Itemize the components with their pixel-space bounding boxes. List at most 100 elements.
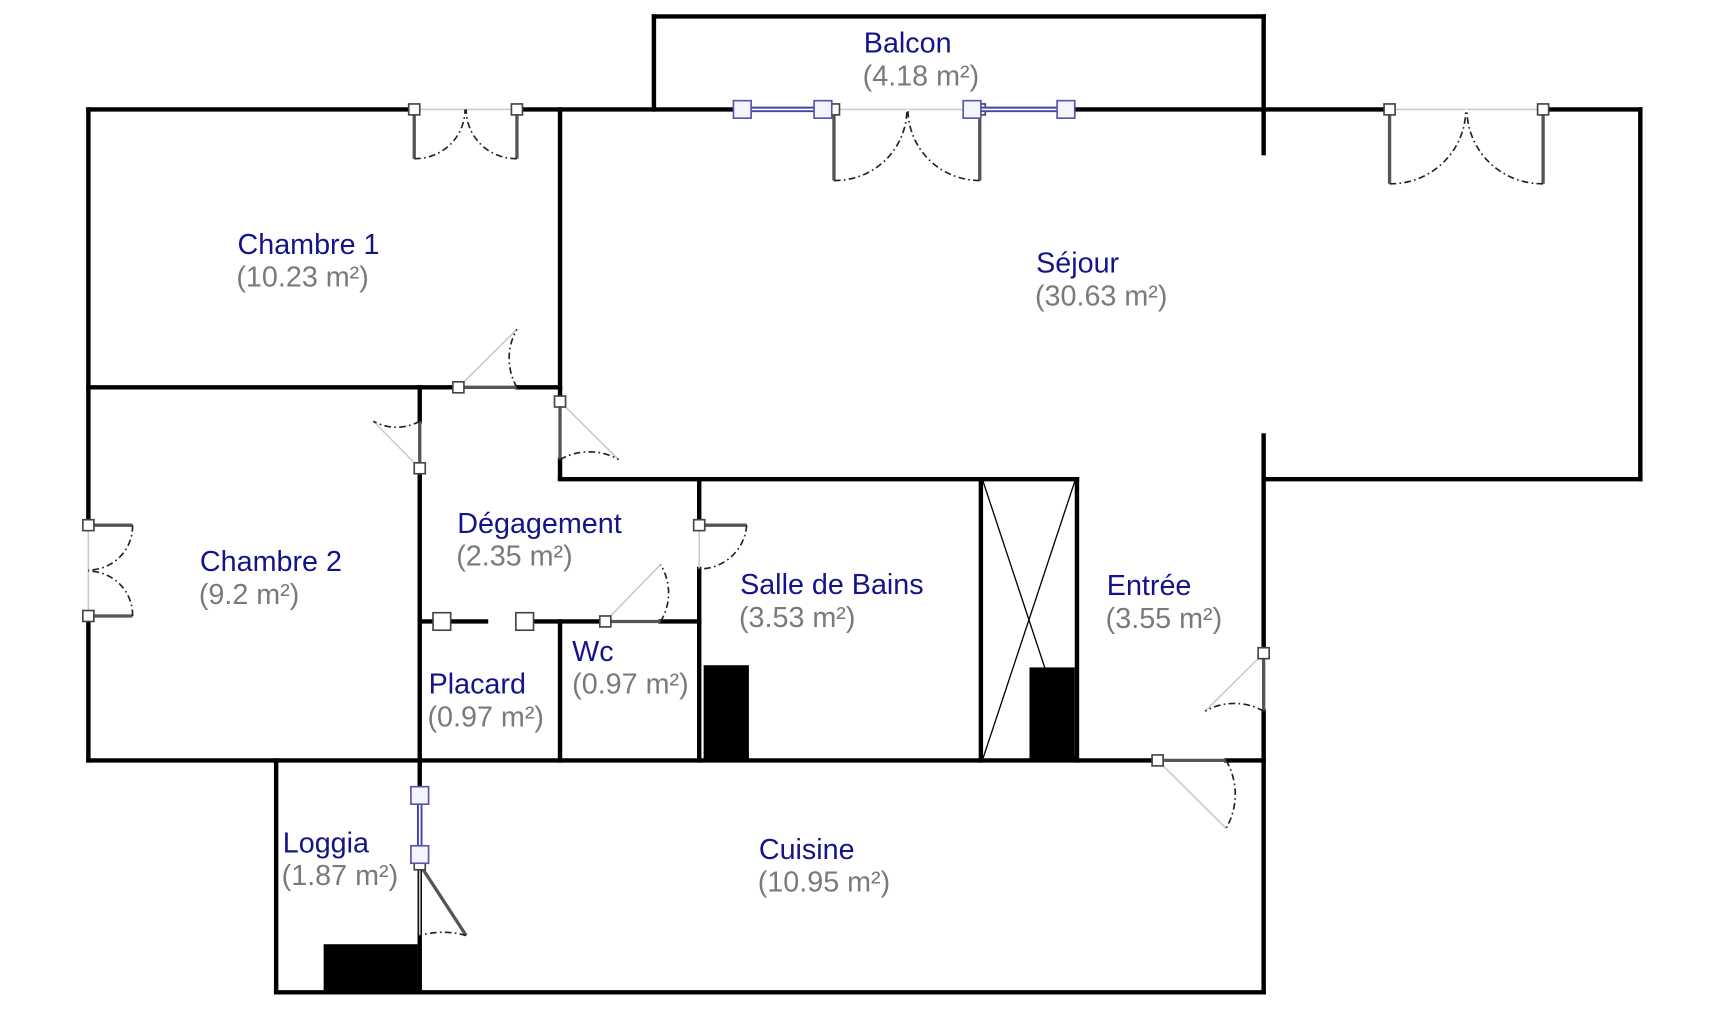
room-area: (30.63 m²) — [1035, 280, 1167, 312]
room-area: (4.18 m²) — [863, 60, 979, 92]
room-name: Balcon — [864, 28, 952, 60]
door-swing-arc — [508, 328, 518, 388]
door-symbol — [598, 563, 670, 628]
room-chambre-2: Chambre 2 (9.2 m²) — [199, 546, 342, 611]
door-opening — [559, 400, 620, 461]
door-opening — [1157, 759, 1227, 829]
door-symbol — [692, 518, 748, 570]
door-swing-arc — [88, 525, 134, 571]
room-area: (0.97 m²) — [427, 702, 543, 734]
room-name: Placard — [429, 669, 526, 701]
room-area: (9.2 m²) — [199, 579, 300, 611]
door-swing-arc — [1225, 760, 1237, 829]
door-opening — [457, 328, 518, 388]
door-swing-arc — [907, 109, 980, 182]
door-symbol — [1383, 103, 1467, 185]
window-symbol — [410, 785, 430, 865]
door-hinge — [413, 461, 427, 475]
room-area: (10.95 m²) — [758, 867, 890, 899]
room-balcon: Balcon (4.18 m²) — [863, 28, 979, 93]
door-swing-arc — [1389, 109, 1467, 185]
door-swing-arc — [833, 109, 908, 182]
room-name: Chambre 2 — [200, 546, 342, 578]
door-symbol — [372, 420, 427, 475]
door-swing-arc — [659, 564, 670, 622]
door-symbol — [827, 103, 908, 182]
room-name: Entrée — [1107, 570, 1192, 602]
door-symbol — [1204, 646, 1271, 712]
door-hinge — [510, 103, 524, 116]
room-salle-de-bains: Salle de Bains (3.53 m²) — [739, 569, 924, 634]
door-symbol — [452, 328, 518, 394]
door-symbol — [465, 103, 524, 160]
door-swing-arc — [1204, 702, 1265, 712]
door-swing-arc — [1466, 109, 1544, 185]
door-swing-arc — [414, 109, 466, 160]
door-swing-arc — [465, 109, 517, 160]
door-symbol — [553, 395, 620, 461]
door-hinge — [1257, 646, 1271, 660]
sliding-post — [432, 611, 452, 632]
door-hinge — [82, 518, 95, 532]
door-leaf — [418, 863, 468, 937]
room-entree: Entrée (3.55 m²) — [1106, 570, 1222, 635]
door-hinge — [1151, 754, 1164, 767]
window-post — [1056, 99, 1076, 119]
room-name: Wc — [572, 636, 613, 668]
placard-sliding-door — [432, 611, 535, 632]
door-hinge — [598, 615, 612, 628]
room-wc: Wc (0.97 m²) — [572, 636, 688, 701]
radiator-block — [323, 944, 418, 993]
window-symbol — [962, 99, 1076, 119]
radiator-block — [703, 665, 749, 761]
fixtures — [82, 99, 1550, 993]
room-placard: Placard (0.97 m²) — [427, 669, 543, 734]
window-post — [732, 99, 752, 119]
door-swing-arc — [372, 420, 421, 428]
room-degagement: Dégagement (2.35 m²) — [456, 508, 622, 573]
room-cuisine: Cuisine (10.95 m²) — [758, 834, 890, 899]
door-hinge — [692, 518, 706, 532]
room-area: (2.35 m²) — [456, 541, 572, 573]
door-opening — [604, 563, 662, 623]
room-area: (1.87 m²) — [282, 860, 398, 892]
window-post — [410, 785, 430, 805]
sliding-post — [515, 611, 535, 632]
door-swing-arc — [88, 570, 134, 617]
door-swing-arc — [559, 450, 619, 461]
room-name: Salle de Bains — [740, 569, 924, 601]
door-hinge — [553, 395, 567, 408]
door-swing-arc — [699, 525, 748, 570]
radiator-block — [1029, 667, 1075, 761]
window-post — [813, 99, 833, 119]
shaft-cross-line — [982, 481, 1076, 759]
room-name: Loggia — [283, 827, 369, 859]
room-name: Dégagement — [457, 508, 621, 540]
room-loggia: Loggia (1.87 m²) — [282, 827, 398, 892]
door-symbol — [82, 518, 134, 571]
room-area: (10.23 m²) — [236, 262, 368, 294]
door-symbol — [407, 103, 466, 160]
window-symbol — [732, 99, 833, 119]
room-name: Séjour — [1036, 248, 1119, 280]
door-hinge — [407, 103, 421, 116]
window-post — [962, 99, 982, 119]
room-name: Chambre 1 — [237, 229, 379, 261]
window-post — [410, 844, 430, 865]
door-hinge — [452, 381, 465, 394]
door-symbol — [1466, 103, 1550, 185]
door-symbol — [1151, 754, 1237, 829]
room-name: Cuisine — [759, 834, 855, 866]
door-swing-arc — [419, 931, 467, 937]
door-hinge — [1383, 103, 1396, 116]
door-hinge — [82, 609, 95, 623]
room-sejour: Séjour (30.63 m²) — [1035, 248, 1167, 313]
room-chambre-1: Chambre 1 (10.23 m²) — [236, 229, 379, 294]
door-opening — [372, 420, 421, 469]
door-symbol — [82, 570, 134, 623]
door-symbol — [413, 858, 468, 937]
room-area: (0.97 m²) — [572, 669, 688, 701]
door-hinge — [1536, 103, 1550, 116]
room-area: (3.55 m²) — [1106, 603, 1222, 635]
